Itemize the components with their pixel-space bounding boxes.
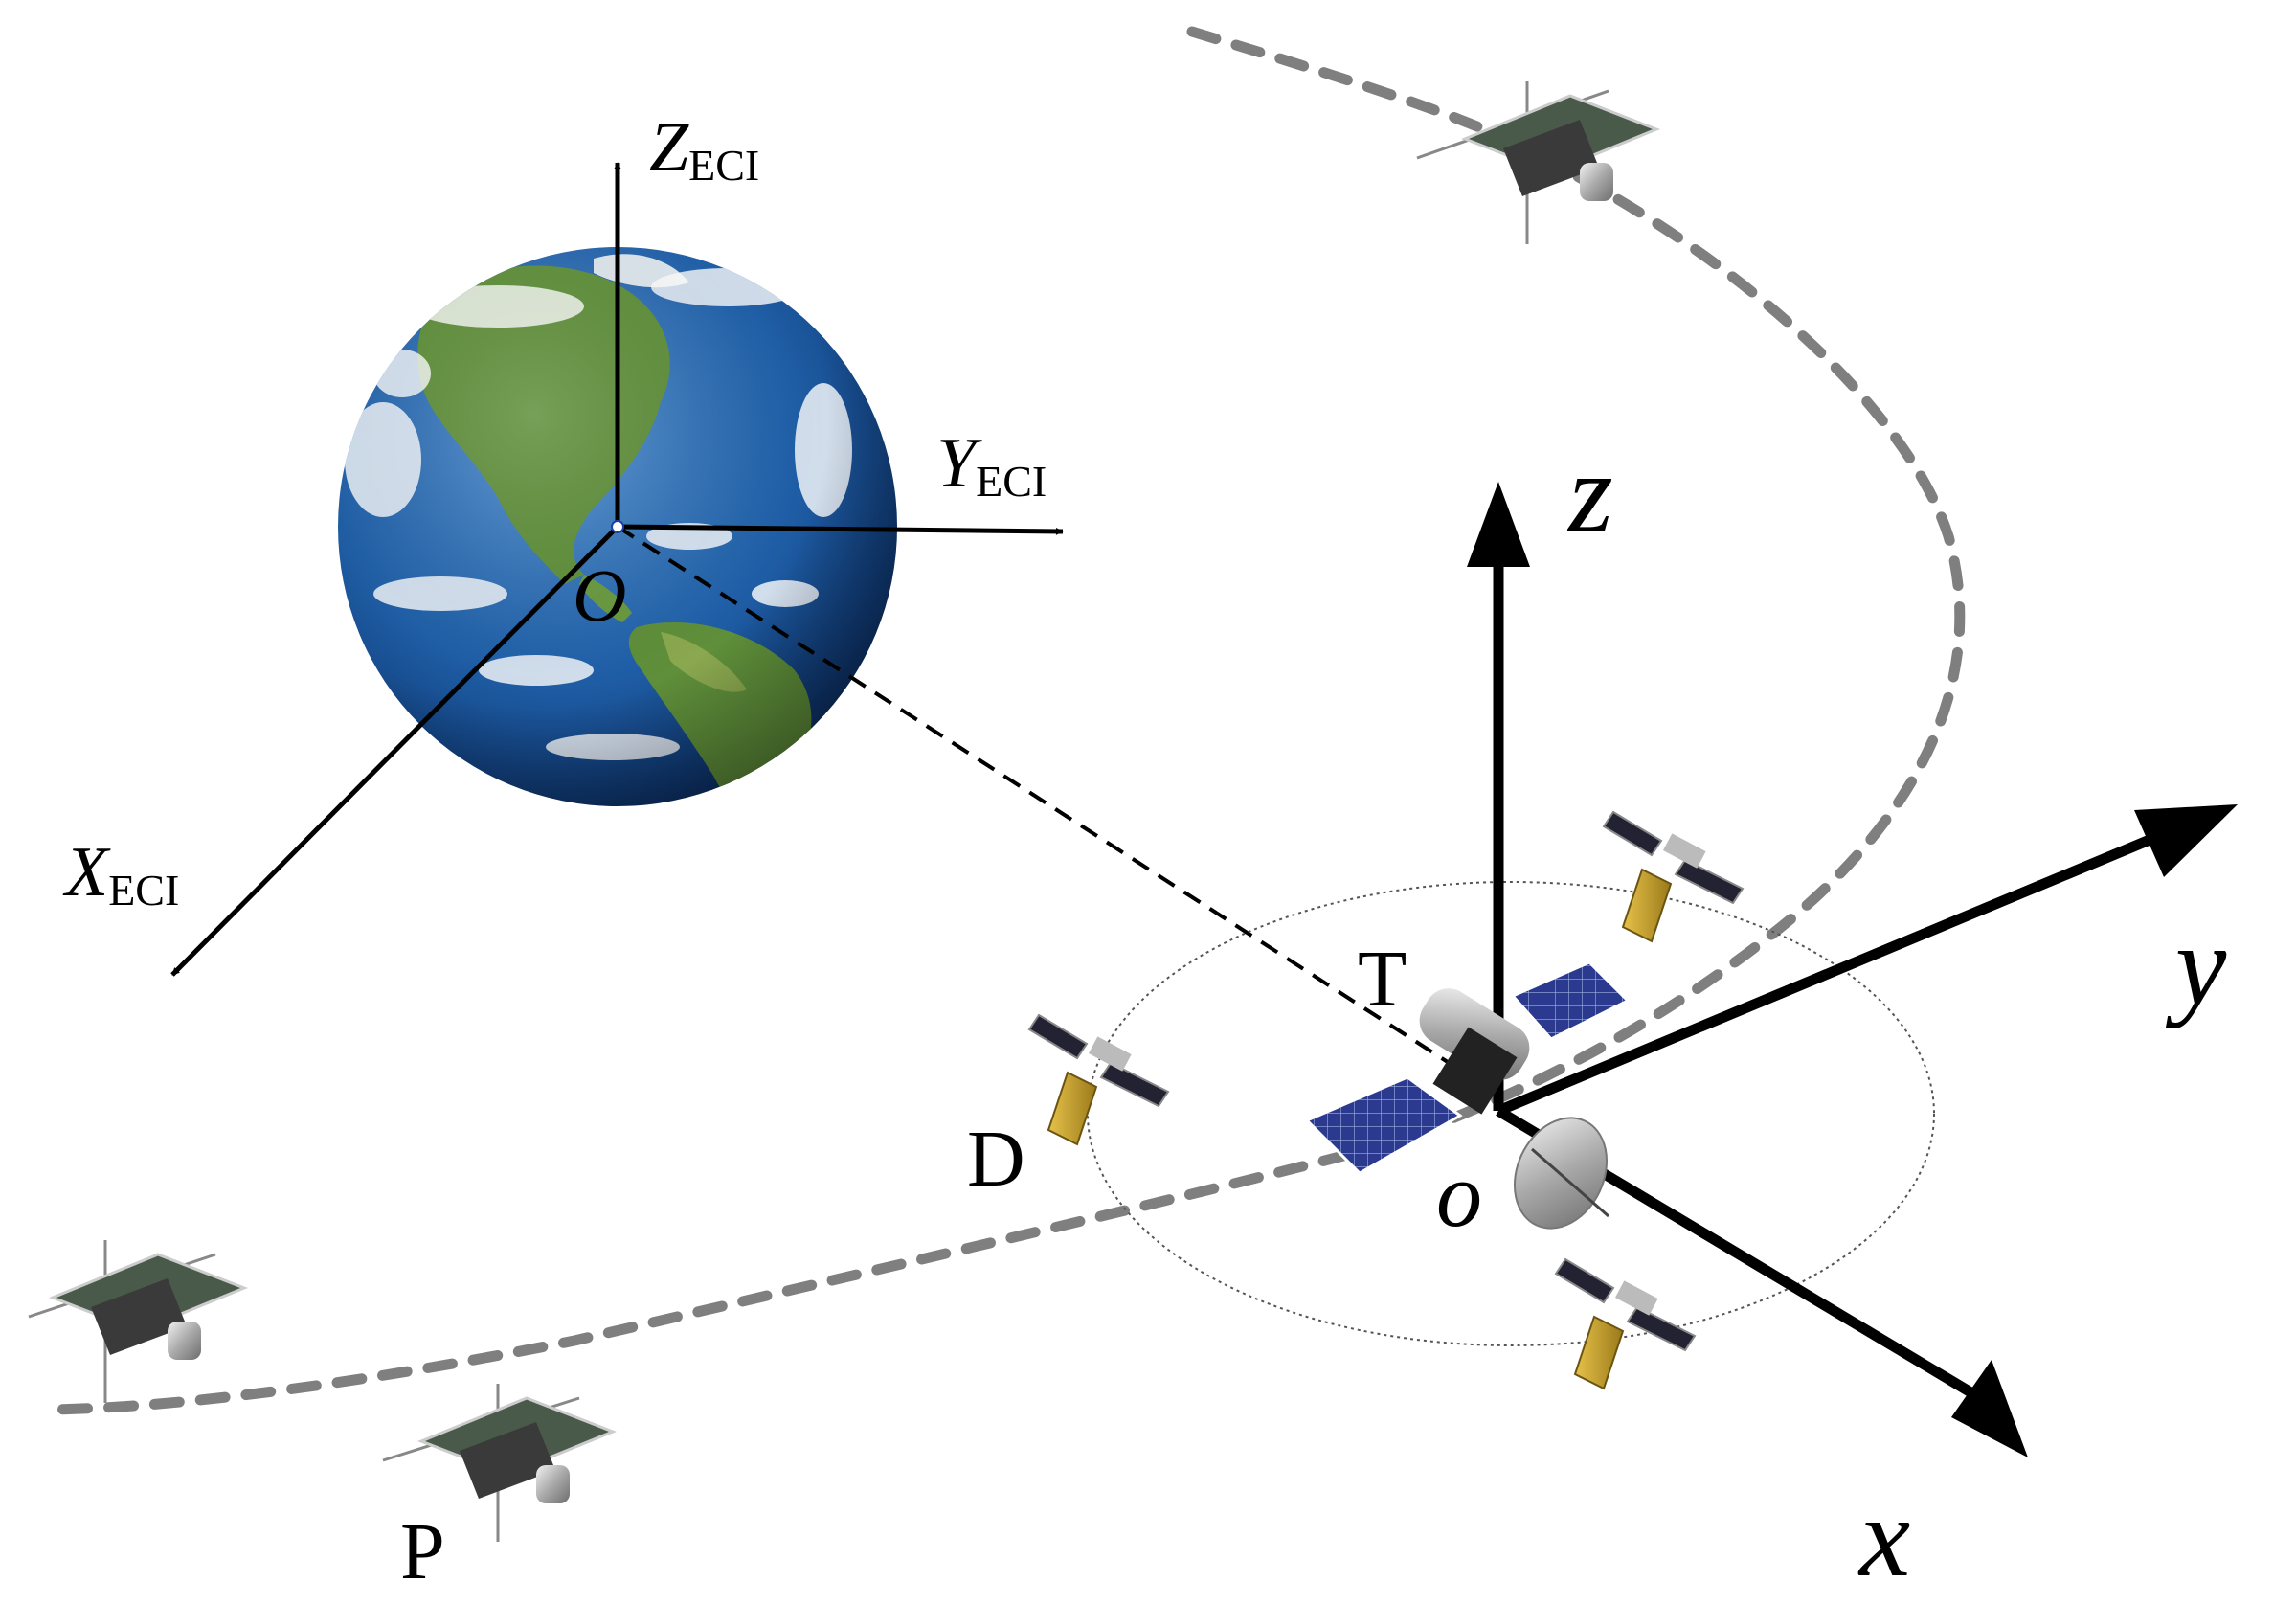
- cubesat-icon: [28, 81, 1661, 1542]
- x-eci-axis: [170, 525, 619, 977]
- y-eci-axis: [617, 524, 1064, 535]
- satellite-icon: [1304, 960, 1631, 1230]
- y-eci-label: YECI: [936, 424, 1047, 506]
- y-axis-label: y: [2165, 901, 2227, 1028]
- z-axis-label: z: [1566, 429, 1613, 556]
- z-eci-label: ZECI: [649, 108, 759, 190]
- formation-ring: [1087, 881, 1935, 1346]
- local-axes: [1467, 482, 2238, 1457]
- deputy-label: D: [967, 1115, 1025, 1204]
- sar-satellite-icon: [1027, 810, 1745, 1390]
- y-axis: [1496, 832, 2157, 1117]
- local-origin-label: o: [1436, 1143, 1482, 1246]
- eci-axes: [170, 162, 1496, 1094]
- x-eci-label: XECI: [62, 833, 179, 915]
- x-axis-label: x: [1857, 1473, 1910, 1600]
- position-vector: [616, 525, 1496, 1094]
- eci-origin-label: O: [573, 553, 626, 637]
- target-label: T: [1358, 935, 1407, 1024]
- pursuer-label: P: [400, 1507, 445, 1596]
